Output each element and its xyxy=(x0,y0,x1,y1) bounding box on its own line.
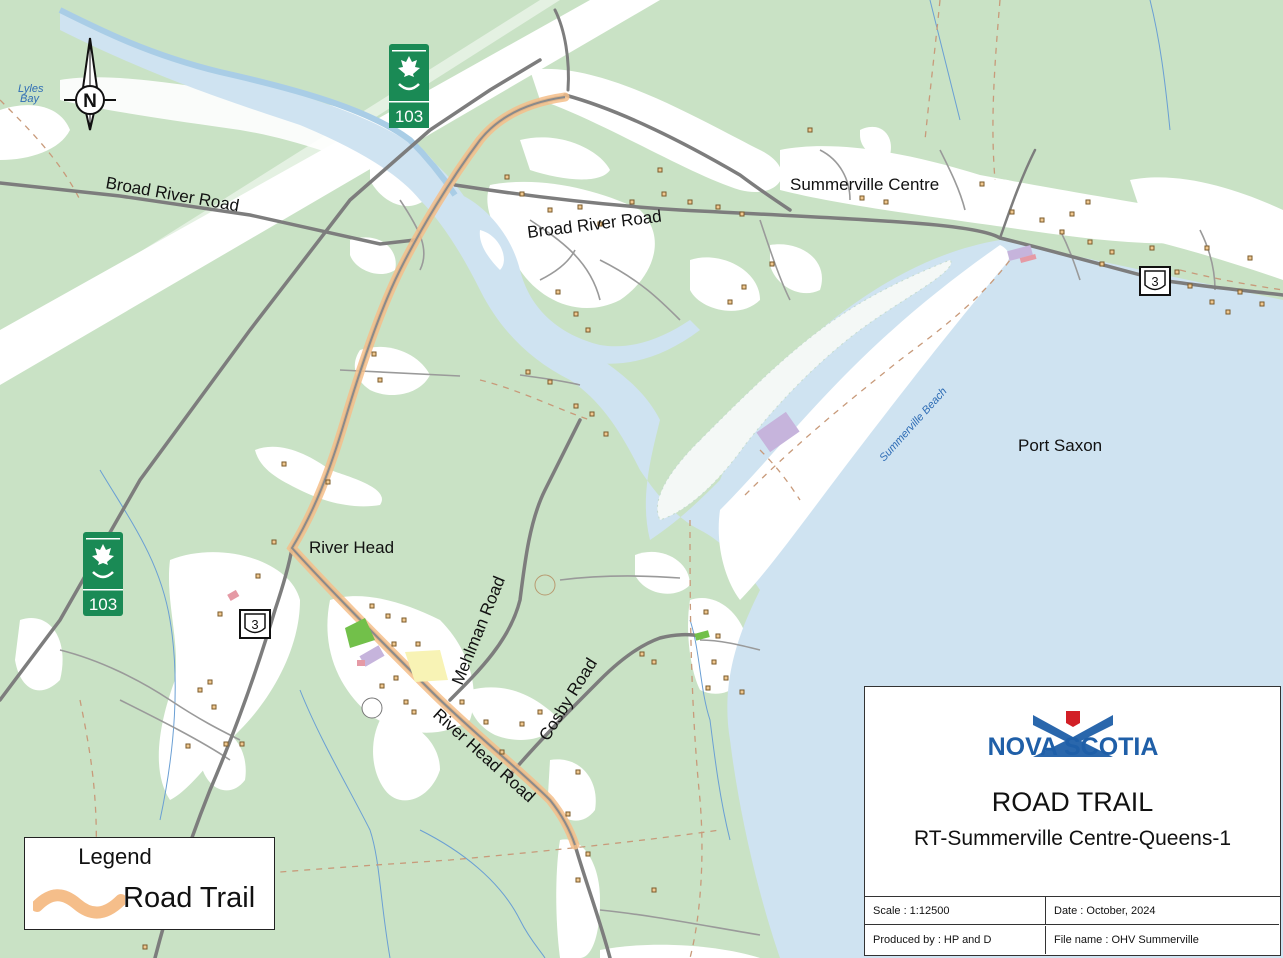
place-label-port-saxon: Port Saxon xyxy=(1018,436,1102,455)
route-3-shield-west: 3 xyxy=(239,609,271,639)
nova-scotia-logo: NOVA SCOTIA xyxy=(865,697,1280,767)
title-block-meta: Scale : 1:12500 Date : October, 2024 Pro… xyxy=(865,896,1280,958)
road-trail-swatch-icon xyxy=(33,889,125,919)
place-label-summerville-centre: Summerville Centre xyxy=(790,175,939,194)
maple-leaf-icon xyxy=(92,544,114,565)
river-channel xyxy=(58,7,458,197)
map-features xyxy=(227,245,1037,719)
north-arrow-icon: N xyxy=(64,37,116,131)
title-block: NOVA SCOTIA ROAD TRAIL RT-Summerville Ce… xyxy=(864,686,1281,956)
beach-spit xyxy=(656,245,1010,600)
date-cell: Date : October, 2024 xyxy=(1046,897,1279,925)
map-title: ROAD TRAIL xyxy=(991,787,1154,817)
road-trail-centerline xyxy=(290,96,576,846)
route-3-shield-east: 3 xyxy=(1139,266,1171,296)
hwy-103-shield-south: 103 xyxy=(83,532,123,616)
main-roads xyxy=(0,8,1283,958)
lyles-label-line-2: Bay xyxy=(20,93,40,105)
hwy-103-north-number: 103 xyxy=(395,107,423,126)
hwy-103-shield-north: 103 xyxy=(389,44,429,128)
legend-item-road-trail: Road Trail xyxy=(123,882,256,914)
file-name-cell: File name : OHV Summerville xyxy=(1054,934,1199,946)
place-label-river-head: River Head xyxy=(309,538,394,557)
building-dots xyxy=(142,127,1265,950)
map-subtitle: RT-Summerville Centre-Queens-1 xyxy=(913,827,1232,850)
produced-by-cell: Produced by : HP and D xyxy=(865,926,1046,954)
legend-title: Legend xyxy=(78,844,152,869)
lyles-label-line-1: Lyles xyxy=(18,83,44,95)
streams xyxy=(99,0,1171,958)
route-3-east-number: 3 xyxy=(1151,274,1158,289)
nova-scotia-flag-icon: NOVA SCOTIA xyxy=(987,711,1158,761)
scale-cell: Scale : 1:12500 xyxy=(865,897,1046,925)
local-roads xyxy=(59,149,1216,936)
legend-panel: Legend Road Trail xyxy=(24,837,275,930)
maple-leaf-icon xyxy=(398,56,420,77)
hwy-103-south-number: 103 xyxy=(89,595,117,614)
nova-scotia-wordmark: NOVA SCOTIA xyxy=(987,733,1158,761)
route-3-west-number: 3 xyxy=(251,617,258,632)
north-arrow-letter: N xyxy=(83,91,97,112)
